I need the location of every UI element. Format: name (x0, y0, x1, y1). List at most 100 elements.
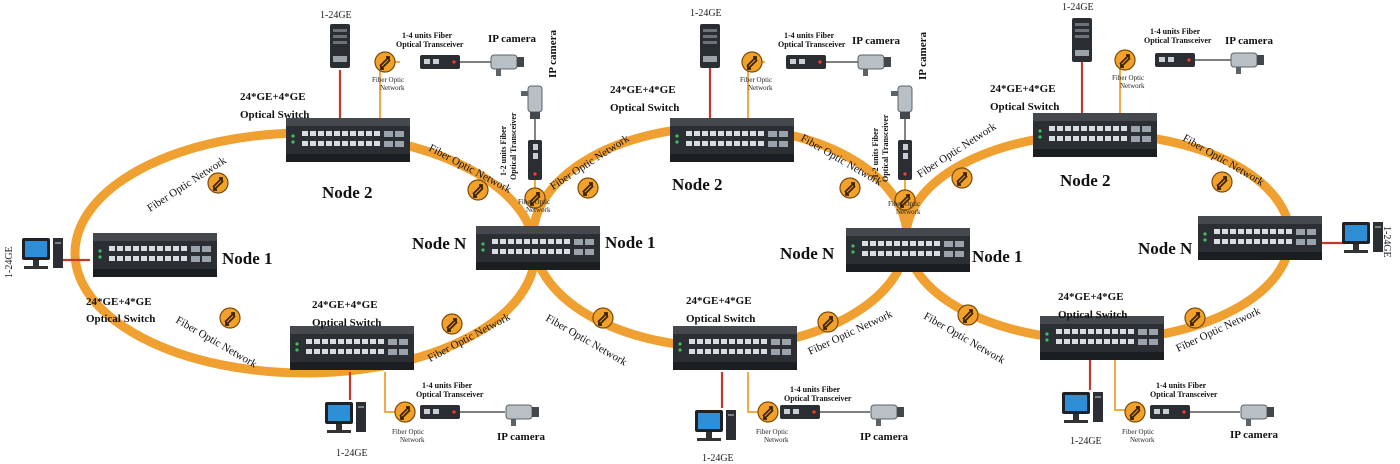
ip-camera-icon (1230, 52, 1265, 75)
fiber-optic-badge-icon (1114, 49, 1136, 71)
ip-camera-icon (1240, 404, 1275, 427)
transceiver-label: Optical Transceiver (416, 390, 484, 399)
fiber-optic-small-label: Fiber Optic (372, 76, 404, 84)
fiber-transceiver-icon (1150, 405, 1190, 419)
optical-switch-bottom-middle (673, 326, 797, 370)
ge-port-label: 1-24GE (702, 453, 734, 464)
ip-camera-icon (890, 85, 913, 120)
switch-model-label: 24*GE+4*GE (312, 299, 378, 311)
desktop-computer-icon (325, 402, 366, 433)
fiber-optic-badge-icon (817, 311, 839, 333)
desktop-computer-icon (1342, 222, 1383, 253)
uplink-lines (62, 62, 1345, 408)
transceiver-label: 1-4 units Fiber (1156, 381, 1207, 390)
switch-type-label: Optical Switch (610, 102, 679, 114)
fiber-optic-badge-icon (1184, 307, 1206, 329)
ge-port-label: 1-24GE (1062, 2, 1094, 13)
transceiver-label: 1-4 units Fiber (402, 31, 453, 40)
switch-type-label: Optical Switch (312, 317, 381, 329)
fiber-optic-small-label: Network (380, 84, 405, 92)
node-label: Node 2 (1060, 171, 1111, 190)
fiber-optic-badge-icon (577, 177, 599, 199)
ip-camera-label: IP camera (1225, 35, 1273, 47)
switch-model-label: 24*GE+4*GE (1058, 291, 1124, 303)
ip-camera-label: IP camera (860, 431, 908, 443)
transceiver-label: 1-2 units Fiber (871, 127, 880, 178)
fiber-transceiver-icon (786, 55, 826, 69)
transceiver-label: Optical Transceiver (396, 40, 464, 49)
fiber-optic-small-label: Fiber Optic (740, 76, 772, 84)
ge-port-label: 1-24GE (336, 448, 368, 459)
fiber-network-label: Fiber Optic Network (544, 312, 630, 368)
fiber-optic-small-label: Network (1120, 82, 1145, 90)
node-label: Node 1 (222, 249, 273, 268)
fiber-transceiver-icon (1155, 53, 1195, 67)
fiber-optic-small-label: Fiber Optic (888, 200, 920, 208)
optical-switch-node2-middle (670, 118, 794, 162)
ge-port-label: 1-24GE (690, 8, 722, 19)
transceiver-label: Optical Transceiver (1144, 36, 1212, 45)
ip-camera-icon (520, 85, 543, 120)
fiber-optic-badge-icon (374, 51, 396, 73)
optical-switch-node1-left (93, 233, 217, 277)
optical-switch-node2-right (1033, 113, 1157, 157)
server-tower-icon (330, 24, 350, 68)
ip-camera-label: IP camera (488, 33, 536, 45)
transceiver-label: Optical Transceiver (784, 394, 852, 403)
fiber-optic-small-label: Fiber Optic (1122, 428, 1154, 436)
fiber-transceiver-icon (780, 405, 820, 419)
fiber-optic-badge-icon (207, 172, 229, 194)
transceiver-label: Optical Transceiver (778, 40, 846, 49)
fiber-optic-badge-icon (951, 167, 973, 189)
transceiver-label: 1-4 units Fiber (784, 31, 835, 40)
node-label: Node N (412, 234, 467, 253)
desktop-computer-icon (22, 238, 63, 269)
transceiver-label: 1-4 units Fiber (422, 381, 473, 390)
switch-model-label: 24*GE+4*GE (240, 91, 306, 103)
ge-port-label: 1-24GE (1381, 226, 1392, 258)
optical-switch-node2-left (286, 118, 410, 162)
switch-model-label: 24*GE+4*GE (86, 296, 152, 308)
fiber-optic-badge-icon (1211, 171, 1233, 193)
fiber-optic-badge-icon (839, 177, 861, 199)
desktop-computer-icon (695, 410, 736, 441)
desktop-computer-icon (1062, 392, 1103, 423)
fiber-optic-small-label: Fiber Optic (518, 198, 550, 206)
fiber-optic-small-label: Fiber Optic (756, 428, 788, 436)
fiber-optic-badge-icon (957, 304, 979, 326)
switch-type-label: Optical Switch (1058, 309, 1127, 321)
switch-model-label: 24*GE+4*GE (686, 295, 752, 307)
ip-camera-icon (857, 54, 892, 77)
switch-type-label: Optical Switch (240, 109, 309, 121)
ip-camera-icon (505, 404, 540, 427)
node-label: Node N (1138, 239, 1193, 258)
ip-camera-label: IP camera (1230, 429, 1278, 441)
switch-type-label: Optical Switch (990, 101, 1059, 113)
transceiver-label: Optical Transceiver (509, 112, 518, 180)
fiber-optic-small-label: Network (748, 84, 773, 92)
ip-camera-icon (490, 54, 525, 77)
server-tower-icon (700, 24, 720, 68)
ge-port-label: 1-24GE (1070, 436, 1102, 447)
fiber-transceiver-icon (420, 55, 460, 69)
ip-camera-icon (870, 404, 905, 427)
ip-camera-label: IP camera (547, 30, 559, 78)
fiber-optic-small-label: Fiber Optic (1112, 74, 1144, 82)
ge-port-label: 1-24GE (4, 246, 15, 278)
fiber-optic-badge-icon (757, 401, 779, 423)
fiber-transceiver-icon (528, 140, 542, 180)
optical-switch-bottom-left (290, 326, 414, 370)
fiber-optic-small-label: Network (1130, 436, 1155, 444)
ip-camera-label: IP camera (497, 431, 545, 443)
transceiver-label: 1-2 units Fiber (499, 125, 508, 176)
fiber-optic-small-label: Network (400, 436, 425, 444)
fiber-optic-small-label: Fiber Optic (392, 428, 424, 436)
node-label: Node 2 (322, 183, 373, 202)
node-label: Node N (780, 244, 835, 263)
fiber-optic-badge-icon (441, 313, 463, 335)
switch-model-label: 24*GE+4*GE (610, 84, 676, 96)
server-tower-icon (1072, 18, 1092, 62)
ip-camera-label: IP camera (852, 35, 900, 47)
fiber-optic-badge-icon (1124, 401, 1146, 423)
